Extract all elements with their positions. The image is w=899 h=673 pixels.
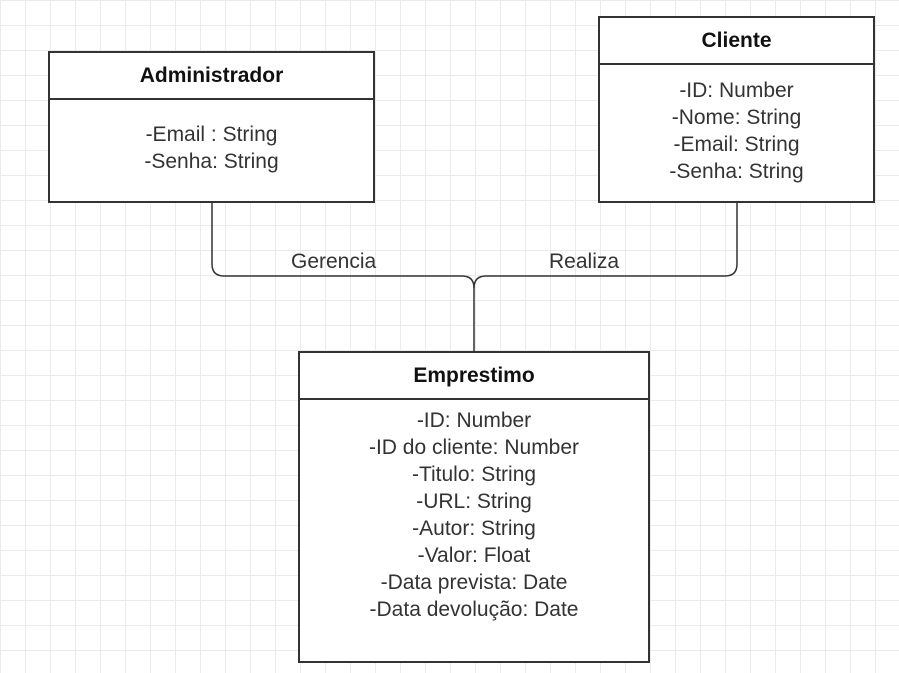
attribute: -Senha: String [144, 150, 279, 173]
attribute: -Senha: String [669, 160, 804, 183]
class-administrador-name: Administrador [50, 53, 373, 100]
class-cliente-attributes: -ID: Number -Nome: String -Email: String… [600, 65, 873, 185]
class-cliente-name: Cliente [600, 18, 873, 65]
connector-cliente-emprestimo[interactable] [473, 203, 738, 289]
relation-label-realiza: Realiza [549, 250, 620, 273]
attribute: -ID do cliente: Number [368, 436, 580, 459]
attribute: -Titulo: String [411, 463, 537, 486]
class-emprestimo[interactable]: Emprestimo -ID: Number -ID do cliente: N… [298, 351, 650, 663]
attribute: -Autor: String [412, 517, 536, 540]
class-emprestimo-attributes: -ID: Number -ID do cliente: Number -Titu… [300, 400, 648, 623]
attribute: -URL: String [416, 490, 532, 513]
attribute: -Valor: Float [417, 544, 531, 567]
class-administrador-attributes: -Email : String -Senha: String [50, 100, 373, 175]
attribute: -ID: Number [679, 79, 794, 102]
class-cliente[interactable]: Cliente -ID: Number -Nome: String -Email… [598, 16, 875, 203]
attribute: -Nome: String [671, 106, 802, 129]
class-emprestimo-name: Emprestimo [300, 353, 648, 400]
relation-label-gerencia: Gerencia [291, 250, 377, 273]
attribute: -Data devolução: Date [369, 598, 579, 621]
attribute: -ID: Number [416, 409, 532, 432]
attribute: -Email : String [145, 123, 278, 146]
connector-administrador-emprestimo[interactable] [211, 203, 475, 351]
attribute: -Email: String [673, 133, 800, 156]
attribute: -Data prevista: Date [380, 571, 568, 594]
class-administrador[interactable]: Administrador -Email : String -Senha: St… [48, 51, 375, 203]
